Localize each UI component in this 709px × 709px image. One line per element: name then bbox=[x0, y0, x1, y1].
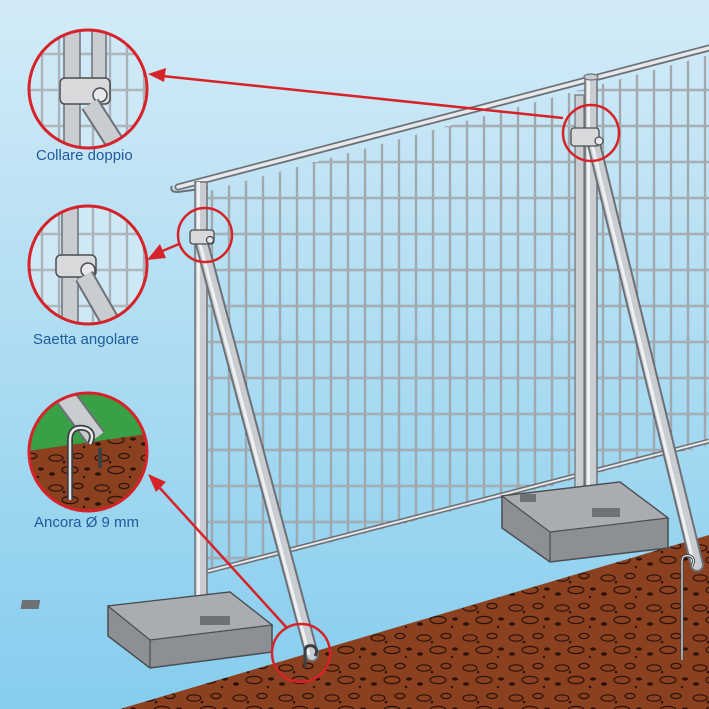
fence-top-rail bbox=[170, 44, 709, 194]
brace-leader-arrow bbox=[147, 242, 180, 260]
left-angle-brace bbox=[194, 233, 319, 662]
right-fence-post bbox=[583, 73, 599, 509]
left-ground-anchor bbox=[303, 644, 319, 668]
anchor-target-ring bbox=[270, 622, 332, 684]
anchor-leader-arrow bbox=[148, 474, 288, 629]
brace-target-ring bbox=[176, 206, 234, 264]
angle-brace-detail-icon bbox=[27, 204, 149, 326]
right-angle-brace bbox=[586, 133, 704, 572]
collar-callout-label: Collare doppio bbox=[36, 147, 133, 164]
brace-callout-label: Saetta angolare bbox=[33, 331, 139, 348]
collar-target-ring bbox=[561, 103, 621, 163]
double-collar-detail-icon bbox=[27, 28, 149, 150]
left-double-collar bbox=[189, 229, 215, 245]
collar-leader-arrow bbox=[148, 68, 564, 120]
right-double-collar bbox=[570, 127, 604, 147]
anchor-callout-label: Ancora Ø 9 mm bbox=[34, 514, 140, 531]
ground-soil bbox=[120, 535, 709, 709]
right-base-block bbox=[500, 481, 670, 563]
